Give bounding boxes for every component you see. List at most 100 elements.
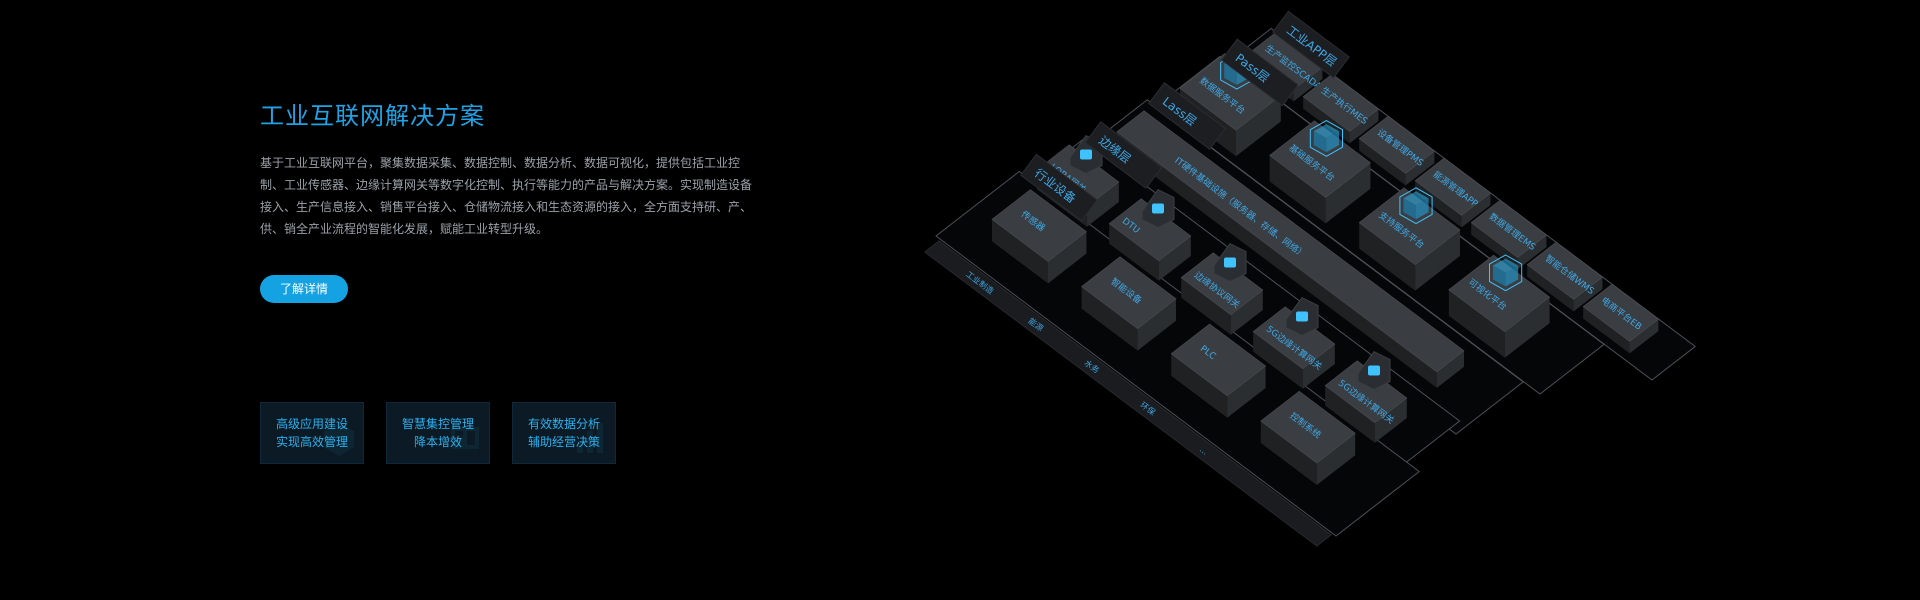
box-front-face: [1116, 131, 1437, 388]
device-block: 传感器: [991, 189, 1087, 284]
box-side-face: [1048, 231, 1087, 284]
box-side-face: [1137, 298, 1176, 351]
gateway-glyph: [1152, 203, 1164, 214]
feature-line-1: 有效数据分析: [527, 417, 600, 431]
layer-header-tag: [1020, 153, 1098, 222]
box-top-face: [1252, 306, 1336, 370]
device-block: PLC: [1170, 323, 1267, 418]
box-side-face: [1405, 151, 1435, 186]
gateway-glyph: [1080, 149, 1092, 160]
cube-icon: [1399, 187, 1433, 225]
box-front-face: [1527, 264, 1574, 312]
feature-line-1: 智慧集控管理: [401, 417, 474, 431]
platform-block: 基础服务平台: [1269, 120, 1371, 224]
box-top-face: [1180, 252, 1264, 316]
feature-card-smart-control: 智慧集控管理 降本增效: [386, 402, 490, 464]
box-top-face: [1081, 256, 1177, 329]
box-side-face: [1461, 193, 1491, 228]
cube-right: [1505, 265, 1519, 287]
box-top-face: [1358, 115, 1435, 174]
app-card: 智能仓储WMS: [1526, 241, 1603, 312]
box-side-face: [1086, 182, 1119, 227]
cube-icon: [1489, 254, 1523, 292]
box-top-face: [991, 189, 1087, 262]
box-front-face: [1325, 385, 1375, 443]
box-front-face: [1359, 138, 1406, 186]
app-card: 数据管理EMS: [1470, 199, 1547, 270]
box-side-face: [1436, 350, 1464, 388]
feature-line-1: 高级应用建设: [275, 417, 348, 431]
gateway-block: 5G边缘计算网关: [1324, 360, 1408, 443]
box-top-face: [1358, 187, 1461, 265]
gateway-glyph: [1296, 311, 1308, 322]
box-side-face: [1415, 229, 1460, 291]
box-top-face: [1414, 157, 1491, 216]
learn-more-button[interactable]: 了解详情: [260, 275, 348, 303]
box-top-face: [1526, 241, 1603, 300]
box-front-face: [1448, 289, 1505, 358]
box-side-face: [1573, 277, 1603, 312]
cube-top: [1403, 191, 1429, 206]
platform-block: 支持服务平台: [1358, 187, 1461, 291]
gateway-block: DTU: [1108, 198, 1192, 281]
box-top-face: [1302, 73, 1379, 132]
box-front-face: [1109, 223, 1159, 281]
cube-icon: [1309, 120, 1343, 157]
diagram-components: 生产监控SCADA生产执行MES设备管理PMS能源管理APP数据管理EMS智能仓…: [991, 31, 1659, 485]
gateway-icon: [1357, 350, 1391, 391]
box-top-face: [1582, 283, 1659, 342]
box-side-face: [1236, 95, 1281, 157]
box-side-face: [1227, 366, 1266, 418]
box-top-face: [1116, 110, 1465, 373]
platform-block: 可视化平台: [1448, 254, 1551, 358]
gateway-icon: [1285, 296, 1319, 337]
box-top-face: [1260, 390, 1356, 464]
cube-left: [1493, 265, 1506, 287]
feature-card-data-analysis: 有效数据分析 辅助经营决策: [512, 402, 616, 464]
gateway-glyph: [1224, 257, 1236, 268]
box-front-face: [1471, 222, 1518, 270]
app-card: 生产执行MES: [1302, 73, 1379, 144]
box-front-face: [1253, 331, 1303, 389]
box-side-face: [1349, 109, 1379, 144]
industry-strip-band: [923, 240, 1333, 547]
gateway-glyph: [1368, 365, 1380, 376]
feature-card-advanced-apps: 高级应用建设 实现高效管理: [260, 402, 364, 464]
box-front-face: [1081, 286, 1138, 351]
box-front-face: [992, 219, 1048, 284]
industry-strip: 工业制造能源水务环保...: [923, 240, 1333, 547]
box-side-face: [1504, 297, 1550, 358]
hexagon-icon: [324, 422, 354, 456]
box-side-face: [1293, 67, 1323, 102]
industry-label: ...: [1198, 445, 1210, 457]
bar-chart-icon: [577, 423, 603, 453]
cube-right: [1326, 131, 1339, 153]
cube-left: [1403, 198, 1416, 220]
hero-description: 基于工业互联网平台，聚集数据采集、数据控制、数据分析、数据可视化，提供包括工业控…: [260, 156, 753, 236]
box-front-face: [1260, 421, 1317, 485]
box-side-face: [1302, 344, 1335, 389]
gateway-icon: [1213, 242, 1247, 283]
cube-left: [1313, 131, 1327, 153]
dashboard-icon: [451, 427, 479, 449]
layer-header-tag: [1084, 121, 1163, 189]
box-side-face: [1374, 398, 1407, 443]
box-side-face: [1517, 235, 1547, 270]
cube-right: [1416, 198, 1429, 220]
cube-frame: [1489, 254, 1523, 292]
layer-header-tag: [1220, 38, 1299, 107]
gateway-block: 边缘协议网关: [1180, 252, 1264, 335]
layer-header-tag: [1272, 10, 1350, 79]
device-block: 控制系统: [1260, 390, 1356, 485]
cube-top: [1313, 124, 1339, 139]
box-front-face: [1359, 222, 1416, 291]
box-top-face: [1170, 323, 1267, 397]
cube-frame: [1309, 120, 1343, 157]
box-top-face: [1448, 254, 1551, 333]
box-front-face: [1415, 180, 1462, 228]
box-side-face: [1325, 162, 1371, 224]
layer-header-tag: [1148, 82, 1226, 150]
cube-frame: [1399, 187, 1433, 225]
